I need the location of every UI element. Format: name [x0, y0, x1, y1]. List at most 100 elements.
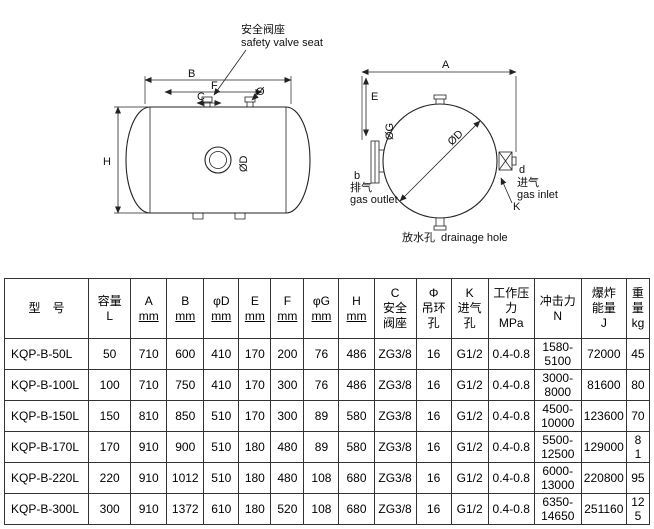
support-feet — [192, 213, 246, 220]
value-cell: 16 — [415, 338, 452, 370]
value-cell: 0.4-0.8 — [487, 338, 535, 370]
value-cell: 520 — [270, 493, 305, 525]
value-cell: 910 — [130, 493, 168, 525]
drainage-label-en: drainage hole — [441, 232, 508, 244]
value-cell: 680 — [338, 462, 375, 494]
dim-label-B: B — [188, 68, 195, 80]
value-cell: G1/2 — [450, 369, 489, 401]
value-cell: 3000-8000 — [533, 369, 582, 401]
value-cell: 200 — [270, 338, 305, 370]
value-cell: 0.4-0.8 — [487, 369, 535, 401]
value-cell: ZG3/8 — [373, 462, 417, 494]
manhole — [204, 146, 232, 174]
value-cell: 610 — [203, 493, 240, 525]
gas-outlet-flange — [370, 140, 384, 184]
value-cell: G1/2 — [450, 338, 489, 370]
value-cell: ZG3/8 — [373, 493, 417, 525]
drawings-svg: B F C Ø H ØD 安全阀座 safety valve seat — [103, 22, 558, 244]
dim-label-phi: Ø — [256, 86, 265, 98]
value-cell: G1/2 — [450, 462, 489, 494]
value-cell: G1/2 — [450, 493, 489, 525]
dim-label-K: K — [513, 201, 521, 213]
gas-outlet-label-en: gas outlet — [350, 194, 398, 206]
value-cell: 6350-14650 — [533, 493, 582, 525]
value-cell: 0.4-0.8 — [487, 493, 535, 525]
value-cell: 510 — [203, 400, 240, 432]
value-cell: 16 — [415, 431, 452, 463]
dim-label-d: d — [519, 164, 525, 176]
value-cell: 680 — [338, 493, 375, 525]
value-cell: 486 — [338, 338, 375, 370]
end-view-drawing: A E ØG ØD d 进气 gas inlet K b 排气 gas out — [350, 59, 558, 244]
value-cell: 300 — [88, 493, 132, 525]
gas-inlet-label-cn: 进气 — [517, 175, 539, 189]
value-cell: 95 — [625, 462, 651, 494]
value-cell: 300 — [270, 400, 305, 432]
value-cell: 5500-12500 — [533, 431, 582, 463]
value-cell: 170 — [88, 431, 132, 463]
value-cell: ZG3/8 — [373, 400, 417, 432]
value-cell: ZG3/8 — [373, 338, 417, 370]
value-cell: 12 5 — [625, 493, 651, 525]
value-cell: 0.4-0.8 — [487, 400, 535, 432]
value-cell: ZG3/8 — [373, 431, 417, 463]
top-fitting — [433, 94, 447, 104]
value-cell: 0.4-0.8 — [487, 462, 535, 494]
value-cell: 50 — [88, 338, 132, 370]
value-cell: 89 — [303, 431, 340, 463]
dim-label-OD-side: ØD — [238, 155, 250, 172]
safety-valve-seat-label-cn: 安全阀座 — [241, 22, 285, 36]
value-cell: 170 — [238, 369, 272, 401]
value-cell: 300 — [270, 369, 305, 401]
value-cell: 16 — [415, 462, 452, 494]
dim-label-OG: ØG — [384, 123, 396, 140]
value-cell: 16 — [415, 369, 452, 401]
value-cell: 710 — [130, 338, 168, 370]
value-cell: 150 — [88, 400, 132, 432]
safety-valve-seat-label-en: safety valve seat — [241, 37, 323, 49]
gas-inlet-label-en: gas inlet — [517, 189, 558, 201]
model-cell: KQP-B-220L — [3, 462, 90, 494]
value-cell: 480 — [270, 462, 305, 494]
value-cell: 70 — [625, 400, 651, 432]
drainage-fitting — [433, 218, 447, 231]
dim-label-OD-end: ØD — [446, 128, 466, 148]
dim-label-F: F — [211, 80, 218, 92]
dim-label-C: C — [197, 91, 205, 103]
value-cell: 6000-13000 — [533, 462, 582, 494]
value-cell: 510 — [203, 431, 240, 463]
model-cell: KQP-B-170L — [3, 431, 90, 463]
value-cell: 900 — [166, 431, 205, 463]
value-cell: 510 — [203, 462, 240, 494]
value-cell: 480 — [270, 431, 305, 463]
value-cell: 180 — [238, 462, 272, 494]
value-cell: 710 — [130, 369, 168, 401]
value-cell: 76 — [303, 338, 340, 370]
value-cell: 81600 — [580, 369, 627, 401]
col-header: 型 号 — [3, 278, 90, 339]
value-cell: 600 — [166, 338, 205, 370]
model-cell: KQP-B-50L — [3, 338, 90, 370]
value-cell: 80 — [625, 369, 651, 401]
value-cell: 108 — [303, 462, 340, 494]
model-cell: KQP-B-300L — [3, 493, 90, 525]
side-view-drawing: B F C Ø H ØD 安全阀座 safety valve seat — [103, 22, 323, 220]
value-cell: 1012 — [166, 462, 205, 494]
value-cell: G1/2 — [450, 400, 489, 432]
value-cell: 16 — [415, 493, 452, 525]
value-cell: G1/2 — [450, 431, 489, 463]
gas-inlet-fitting — [498, 151, 517, 171]
